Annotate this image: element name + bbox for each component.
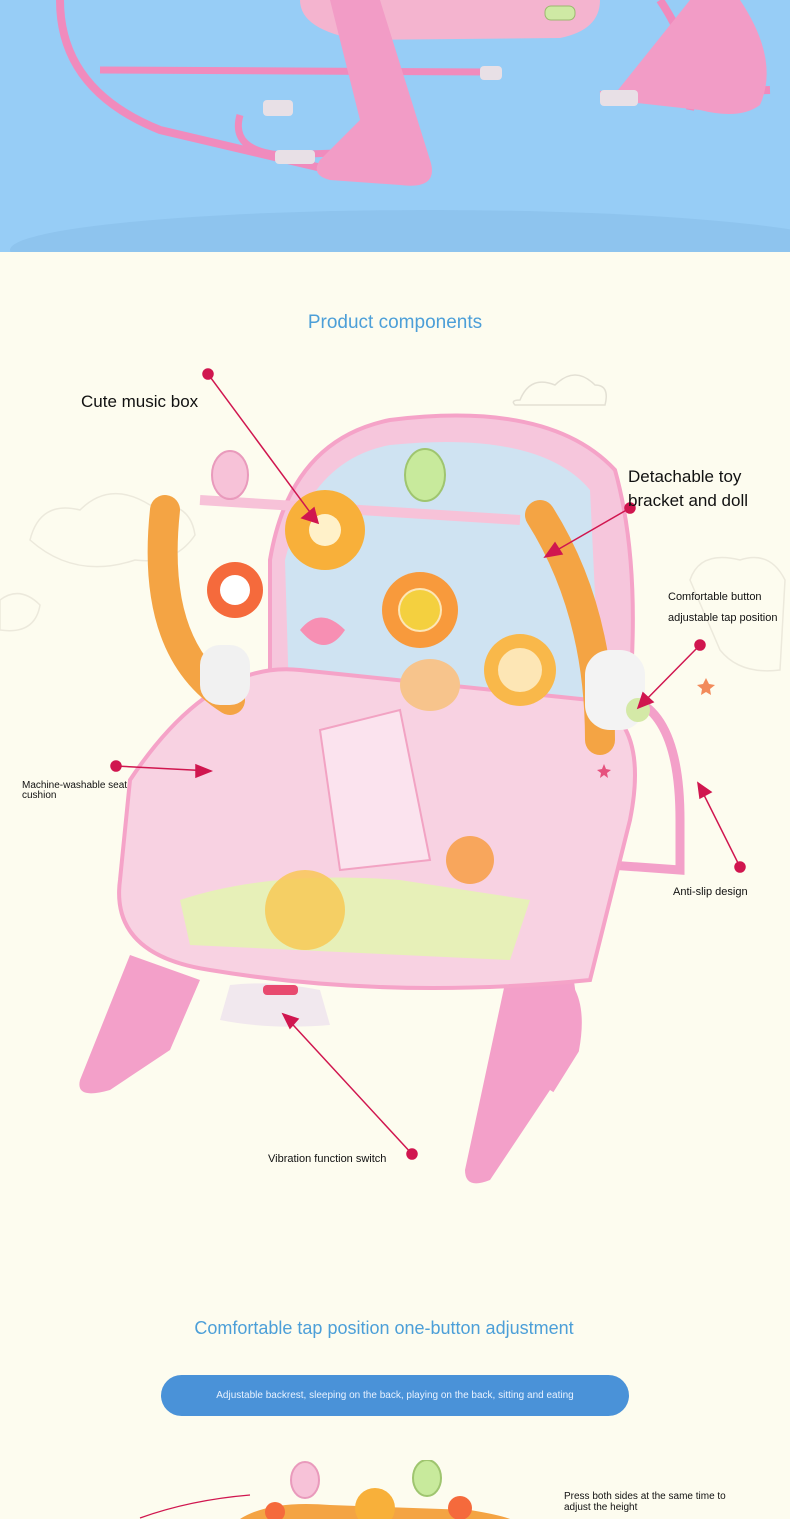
section-title: Product components <box>307 312 483 333</box>
toy-bar-preview <box>139 1460 510 1519</box>
pointer-music-box <box>207 373 319 524</box>
arrowhead-toy-bracket <box>543 541 564 559</box>
baby-rocker-illustration <box>79 413 685 1184</box>
adjust-height-note: Press both sides at the same time to adj… <box>564 1491 726 1513</box>
callout-anti-slip: Anti-slip design <box>673 886 748 898</box>
front-right-leg <box>465 960 577 1184</box>
arrowhead-vibration-switch <box>281 1012 300 1030</box>
arrowhead-seat-cushion <box>195 763 214 779</box>
pointer-anti-slip <box>697 782 741 868</box>
pointer-adjust-preview <box>139 1494 251 1519</box>
star-icon <box>597 764 611 778</box>
adjustment-banner: Adjustable backrest, sleeping on the bac… <box>161 1375 629 1416</box>
adjustment-title: Comfortable tap position one-button adju… <box>194 1318 574 1338</box>
callout-pointers <box>110 368 746 1160</box>
arrowhead-anti-slip <box>697 781 713 800</box>
callout-tap-button: Comfortable button adjustable tap positi… <box>668 591 778 624</box>
cloud-decoration <box>0 374 786 672</box>
callout-music-box: Cute music box <box>81 392 199 411</box>
front-left-leg <box>79 955 200 1094</box>
arrowhead-music-box <box>300 506 320 525</box>
star-icon <box>697 678 715 695</box>
rocker-frame-illustration <box>10 0 790 252</box>
callout-seat-cushion: Machine-washable seat cushion <box>22 780 128 801</box>
pointer-seat-cushion <box>115 765 212 772</box>
hero-image <box>0 0 790 252</box>
callout-vibration-switch: Vibration function switch <box>268 1153 387 1165</box>
callout-toy-bracket: Detachable toy bracket and doll <box>628 467 749 510</box>
arrowhead-tap-button <box>636 691 655 710</box>
pointer-vibration-switch <box>282 1013 413 1155</box>
